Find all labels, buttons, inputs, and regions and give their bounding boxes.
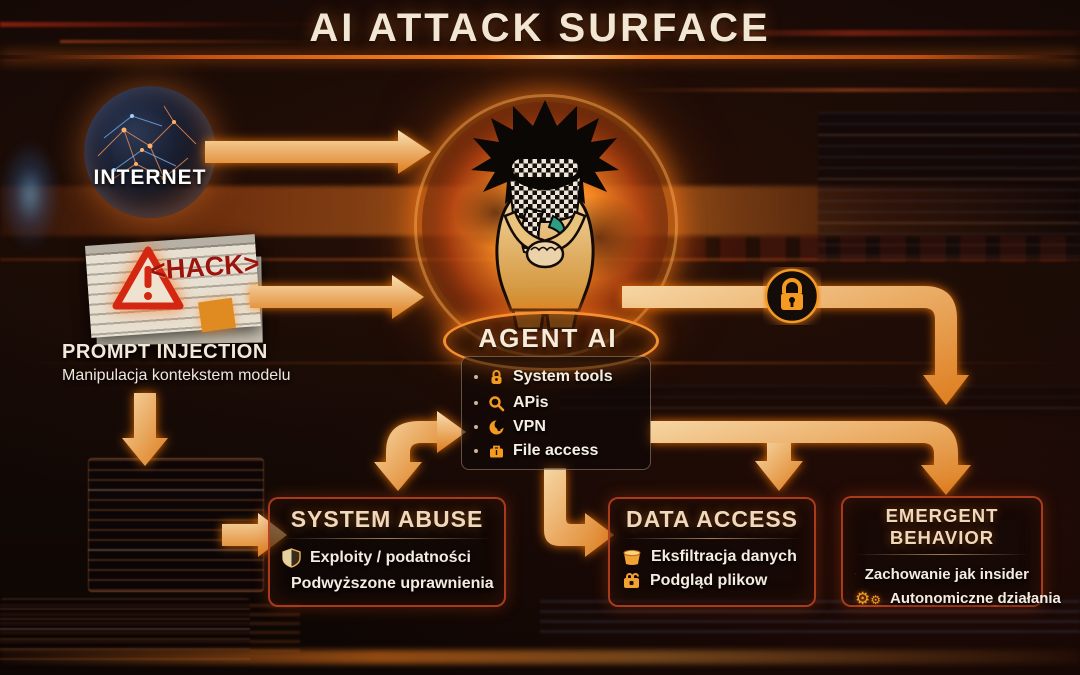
capability-label: File access	[513, 442, 599, 459]
warning-triangle-icon	[112, 246, 184, 312]
glitch-streak	[620, 88, 1080, 92]
agent-capabilities-box: System tools APis VPN	[461, 356, 651, 470]
gears-icon: ⚙⚙	[855, 589, 882, 608]
divider	[282, 538, 492, 539]
divider	[622, 538, 802, 539]
box-item-label: Eksfiltracja danych	[651, 548, 797, 565]
arrow-into-data-access-down	[755, 443, 803, 491]
bullet-dot	[474, 449, 478, 453]
locked-files-icon	[624, 573, 639, 588]
box-item: Eksfiltracja danych	[610, 545, 814, 569]
capability-item: System tools	[474, 368, 613, 386]
title-divider	[0, 55, 1080, 59]
box-item-label: Podgląd plikow	[650, 572, 768, 589]
data-bucket-icon	[623, 549, 641, 565]
data-access-box: DATA ACCESS Eksfiltracja danych Podgląd …	[608, 497, 816, 607]
terminal-window	[88, 458, 264, 592]
paper-fold	[198, 297, 236, 333]
capability-label: APis	[513, 394, 549, 411]
arrow-prompt-injection-down	[122, 393, 168, 466]
bullet-dot	[474, 375, 478, 379]
system-tools-icon	[491, 369, 502, 384]
box-item-label: Zachowanie jak insider	[864, 565, 1029, 583]
box-item: Exploity / podatności	[270, 545, 504, 571]
arrow-internet-to-agent	[205, 130, 431, 174]
shield-icon	[282, 548, 301, 568]
divider	[855, 554, 1029, 555]
box-item: Podgląd plikow	[610, 569, 814, 593]
bullet-dot	[474, 401, 478, 405]
capability-label: System tools	[513, 368, 613, 385]
scarf-headband	[510, 157, 580, 179]
arrow-elbow-to-data-access	[544, 468, 614, 557]
glitch-streak	[640, 236, 1080, 262]
prompt-injection-subtitle: Manipulacja kontekstem modelu	[62, 367, 291, 384]
box-item: ⚙⚙ Autonomiczne działania	[843, 587, 1061, 610]
box-item-label: Exploity / podatności	[310, 549, 471, 566]
page-title: AI ATTACK SURFACE	[309, 6, 771, 50]
box-title: SYSTEM ABUSE	[290, 506, 484, 532]
system-abuse-box: SYSTEM ABUSE Exploity / podatności Podwy…	[268, 497, 506, 607]
arrow-branch-to-system-abuse	[374, 421, 437, 491]
box-title: EMERGENT BEHAVIOR	[885, 505, 999, 548]
agent-ninja-character	[471, 100, 619, 331]
capability-item: File access	[474, 442, 598, 460]
emergent-behavior-box: EMERGENT BEHAVIOR Zachowanie jak insider…	[841, 496, 1061, 610]
search-icon	[489, 395, 505, 411]
briefcase-icon	[490, 445, 503, 457]
box-item-label: Autonomiczne działania	[890, 590, 1061, 607]
clasped-hands	[525, 239, 565, 269]
padlock-icon	[764, 268, 820, 324]
capability-item: APis	[474, 394, 549, 412]
box-item: Zachowanie jak insider	[843, 561, 1041, 587]
box-item: Podwyższone uprawnienia	[270, 571, 504, 596]
capability-item: VPN	[474, 418, 546, 436]
capability-label: VPN	[513, 418, 546, 435]
arrow-band-to-emergent	[650, 421, 971, 495]
arrow-hack-to-agent	[250, 275, 424, 319]
prompt-injection-title: PROMPT INJECTION	[62, 341, 268, 363]
vpn-icon	[489, 419, 505, 434]
box-title: DATA ACCESS	[626, 506, 798, 532]
box-item-label: Podwyższone uprawnienia	[291, 574, 494, 592]
knuckles	[530, 246, 564, 252]
glitch-streak	[0, 650, 1080, 664]
bullet-dot	[474, 425, 478, 429]
internet-label: INTERNET	[93, 166, 207, 189]
network-globe-icon	[84, 86, 216, 218]
globe-network-lines	[97, 105, 197, 183]
insider-bulb-icon	[855, 573, 856, 575]
agent-label: AGENT AI	[478, 323, 618, 353]
